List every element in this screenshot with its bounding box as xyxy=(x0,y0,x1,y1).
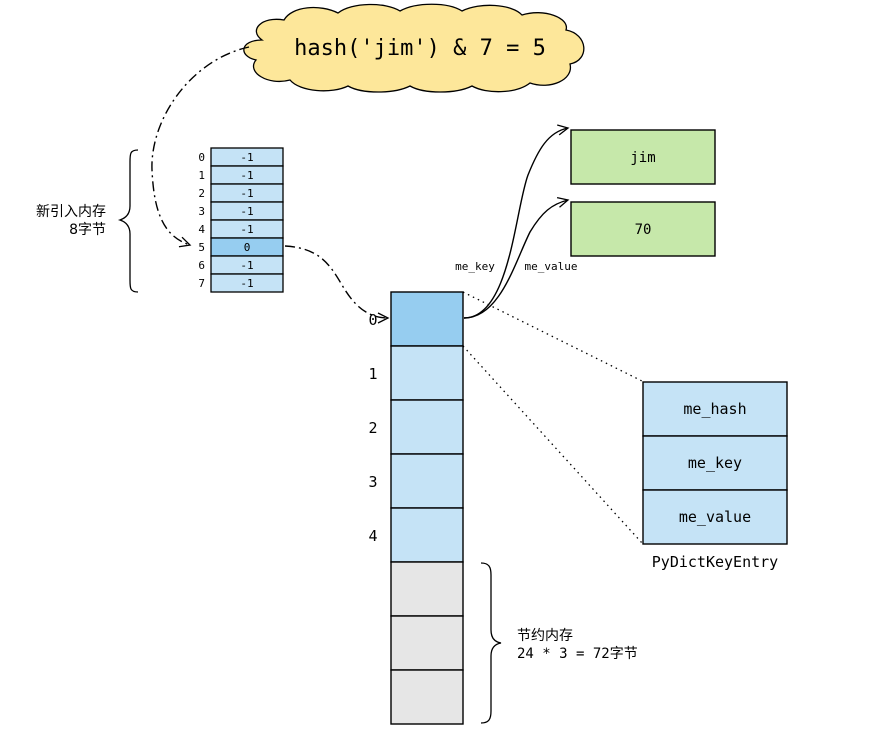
key-arrow xyxy=(463,124,570,319)
entry-label: 0 xyxy=(368,311,377,329)
pydictkeyentry-struct: me_hash me_key me_value xyxy=(642,381,788,545)
struct-field-label: me_value xyxy=(679,508,751,526)
entry-cell-unused xyxy=(390,669,464,725)
me-value-label: me_value xyxy=(525,260,578,273)
entry-cell xyxy=(390,345,464,401)
entry-cell xyxy=(390,291,464,347)
entry-label: 3 xyxy=(368,473,377,491)
index-value: -1 xyxy=(240,187,253,200)
index-value: -1 xyxy=(240,205,253,218)
me-key-label: me_key xyxy=(455,260,495,273)
cloud-to-index-arrow xyxy=(151,46,250,248)
struct-field-label: me_hash xyxy=(683,400,746,418)
expand-line-top xyxy=(462,291,643,382)
saving-brace-line2: 24 * 3 = 72字节 xyxy=(517,646,638,662)
struct-name: PyDictKeyEntry xyxy=(652,553,778,571)
entry-label: 1 xyxy=(368,365,377,383)
index-label: 0 xyxy=(198,151,205,164)
struct-field-label: me_key xyxy=(688,454,742,472)
index-to-entry-arrow xyxy=(284,245,390,324)
struct-field-cell xyxy=(642,381,788,437)
indices-brace-line2: 8字节 xyxy=(69,222,106,238)
cloud-text: hash('jim') & 7 = 5 xyxy=(294,36,546,61)
index-value: 0 xyxy=(244,241,251,254)
index-label: 3 xyxy=(198,205,205,218)
index-value: -1 xyxy=(240,151,253,164)
entries-table: 0 1 2 3 4 xyxy=(368,291,464,725)
indices-brace xyxy=(117,149,139,293)
key-box-text: jim xyxy=(630,150,655,166)
value-arrow xyxy=(463,196,570,319)
entry-cell-unused xyxy=(390,615,464,671)
index-label: 1 xyxy=(198,169,205,182)
index-label: 5 xyxy=(198,241,205,254)
key-box xyxy=(570,129,716,185)
indices-brace-line1: 新引入内存 xyxy=(36,204,106,220)
entry-label: 4 xyxy=(368,527,377,545)
index-label: 4 xyxy=(198,223,205,236)
indices-table: 0 -1 1 -1 2 -1 3 -1 4 -1 5 0 6 -1 7 -1 xyxy=(198,147,284,293)
index-value: -1 xyxy=(240,169,253,182)
index-label: 6 xyxy=(198,259,205,272)
saving-brace xyxy=(480,562,502,724)
entry-label: 2 xyxy=(368,419,377,437)
expand-line-bottom xyxy=(462,345,643,544)
index-label: 7 xyxy=(198,277,205,290)
entry-cell xyxy=(390,399,464,455)
index-value: -1 xyxy=(240,223,253,236)
index-cell xyxy=(210,273,284,293)
index-label: 2 xyxy=(198,187,205,200)
struct-field-cell xyxy=(642,435,788,491)
index-value: -1 xyxy=(240,277,253,290)
entry-cell-unused xyxy=(390,561,464,617)
value-box-text: 70 xyxy=(635,222,652,238)
entry-cell xyxy=(390,453,464,509)
index-value: -1 xyxy=(240,259,253,272)
value-box xyxy=(570,201,716,257)
saving-brace-line1: 节约内存 xyxy=(517,628,573,644)
hash-cloud: hash('jim') & 7 = 5 xyxy=(243,3,585,93)
entry-cell xyxy=(390,507,464,563)
cloud-shape xyxy=(243,3,585,93)
struct-field-cell xyxy=(642,489,788,545)
